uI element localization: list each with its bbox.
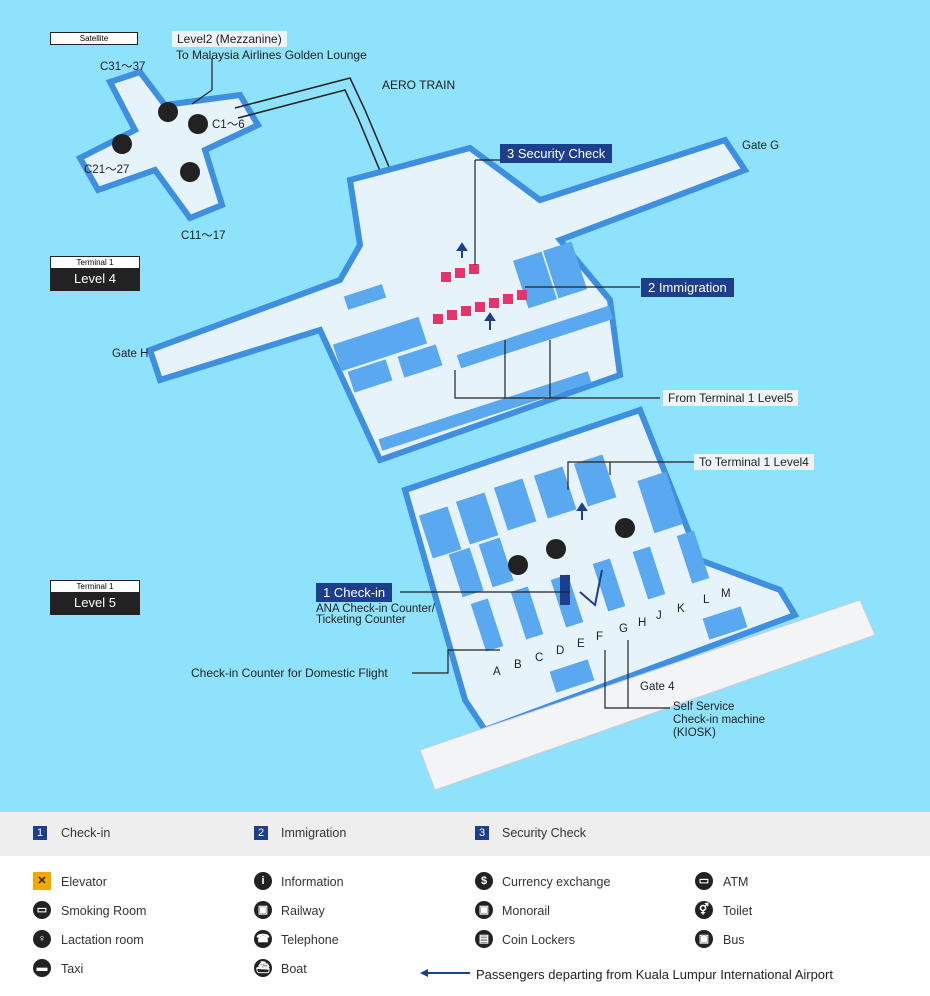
legend-label: Monorail	[502, 904, 550, 918]
legend-label: Smoking Room	[61, 904, 147, 918]
step-number: 3	[475, 826, 489, 840]
information-icon: i	[254, 872, 272, 890]
step-label: Check-in	[61, 826, 111, 840]
counter-label-h: H	[638, 617, 647, 629]
step-label: Immigration	[281, 826, 347, 840]
immigration-step: 2 Immigration	[641, 278, 734, 297]
gate-c31-label: C31～37	[100, 61, 146, 73]
step-number: 2	[254, 826, 268, 840]
kiosk-label-2: Check-in machine	[673, 714, 766, 726]
legend-label: Railway	[281, 904, 325, 918]
counter-label-j: J	[656, 610, 662, 622]
terminal-label: Terminal 1	[51, 581, 139, 592]
currency-exchange-icon	[158, 102, 178, 122]
step-label: Security Check	[502, 826, 587, 840]
monorail-icon: ▣	[475, 901, 493, 919]
counter-label-a: A	[493, 666, 501, 678]
level-label: Level 4	[51, 268, 139, 290]
coin-lockers-icon: ▤	[475, 930, 493, 948]
legend-label: Taxi	[61, 962, 84, 976]
toilet-icon	[508, 555, 528, 575]
gate-g-label: Gate G	[742, 140, 780, 152]
satellite-tag: Satellite	[50, 32, 138, 45]
legend-steps: 1 Check-in 2 Immigration 3 Security Chec…	[0, 812, 930, 856]
counter-label-d: D	[556, 645, 565, 657]
mezzanine-label: Level2 (Mezzanine)	[172, 31, 287, 47]
toilet-icon: ⚥	[695, 901, 713, 919]
golden-lounge-label: To Malaysia Airlines Golden Lounge	[176, 48, 367, 62]
atm-icon: ▭	[695, 872, 713, 890]
legend-label: Elevator	[61, 875, 107, 889]
gate-c11-label: C11～17	[181, 230, 226, 242]
gate4-label: Gate 4	[640, 681, 675, 693]
legend-label: Information	[281, 875, 344, 889]
legend: 1 Check-in 2 Immigration 3 Security Chec…	[0, 812, 930, 996]
currency-exchange-icon: $	[475, 872, 493, 890]
level5-counters	[418, 454, 748, 693]
legend-label: Currency exchange	[502, 875, 611, 889]
route-arrow-icon	[420, 969, 470, 977]
counter-label-m: M	[721, 588, 731, 600]
information-icon	[188, 114, 208, 134]
level4-tag: Terminal 1 Level 4	[50, 256, 140, 291]
aero-train-label: AERO TRAIN	[382, 78, 456, 92]
satellite-building	[75, 68, 263, 222]
airport-map: Satellite Level2 (Mezzanine) To Malaysia…	[0, 0, 930, 812]
legend-label: Boat	[281, 962, 307, 976]
currency-exchange-icon	[546, 539, 566, 559]
gate-c1-label: C1～6	[212, 119, 245, 131]
legend-label: ATM	[723, 875, 749, 889]
level4-blocks	[332, 241, 614, 451]
security-checkpoints	[433, 264, 527, 324]
map-drawing	[75, 58, 876, 791]
ana-counter-label: ANA Check-in Counter/	[316, 603, 435, 615]
boat-icon: ⛴	[254, 959, 272, 977]
check-in-step: 1 Check-in	[316, 583, 393, 602]
from-terminal-label: From Terminal 1 Level5	[663, 390, 799, 406]
counter-label-b: B	[514, 659, 522, 671]
railway-icon: ▣	[254, 901, 272, 919]
counter-label-g: G	[619, 623, 628, 635]
currency-exchange-icon	[112, 134, 132, 154]
legend-label: Toilet	[723, 904, 753, 918]
counter-label-f: F	[596, 631, 604, 643]
legend-label: Bus	[723, 933, 745, 947]
curbside-road	[419, 599, 876, 791]
domestic-counter-label: Check-in Counter for Domestic Flight	[191, 666, 388, 680]
counter-label-l: L	[703, 594, 710, 606]
map-icons	[112, 102, 635, 575]
bus-icon: ▣	[695, 930, 713, 948]
smoking-room-icon: ▭	[33, 901, 51, 919]
leader-lines	[191, 58, 695, 709]
legend-label: Telephone	[281, 933, 339, 947]
step-number: 1	[33, 826, 47, 840]
gate-h-label: Gate H	[112, 348, 149, 360]
aero-train-line	[234, 77, 409, 215]
kiosk-label-3: (KIOSK)	[673, 727, 716, 739]
taxi-icon: ▬	[33, 959, 51, 977]
lactation-room-icon: ♀	[33, 930, 51, 948]
ticketing-label: Ticketing Counter	[316, 614, 406, 626]
toilet-icon	[615, 518, 635, 538]
counter-label-e: E	[577, 638, 585, 650]
terminal-label: Terminal 1	[51, 257, 139, 268]
route-legend-label: Passengers departing from Kuala Lumpur I…	[476, 967, 833, 982]
counter-label-k: K	[677, 603, 685, 615]
to-terminal-label: To Terminal 1 Level4	[694, 454, 814, 470]
level-label: Level 5	[51, 592, 139, 614]
gate-c21-label: C21～27	[84, 164, 130, 176]
legend-label: Lactation room	[61, 933, 144, 947]
level5-tag: Terminal 1 Level 5	[50, 580, 140, 615]
route-arrows	[456, 242, 603, 607]
currency-exchange-icon	[180, 162, 200, 182]
kiosk-label-1: Self Service	[673, 701, 735, 713]
telephone-icon: ☎	[254, 930, 272, 948]
counter-label-c: C	[535, 652, 544, 664]
level4-building	[146, 136, 750, 464]
legend-label: Coin Lockers	[502, 933, 575, 947]
elevator-icon: ✕	[33, 872, 51, 890]
security-check-step: 3 Security Check	[500, 144, 613, 163]
